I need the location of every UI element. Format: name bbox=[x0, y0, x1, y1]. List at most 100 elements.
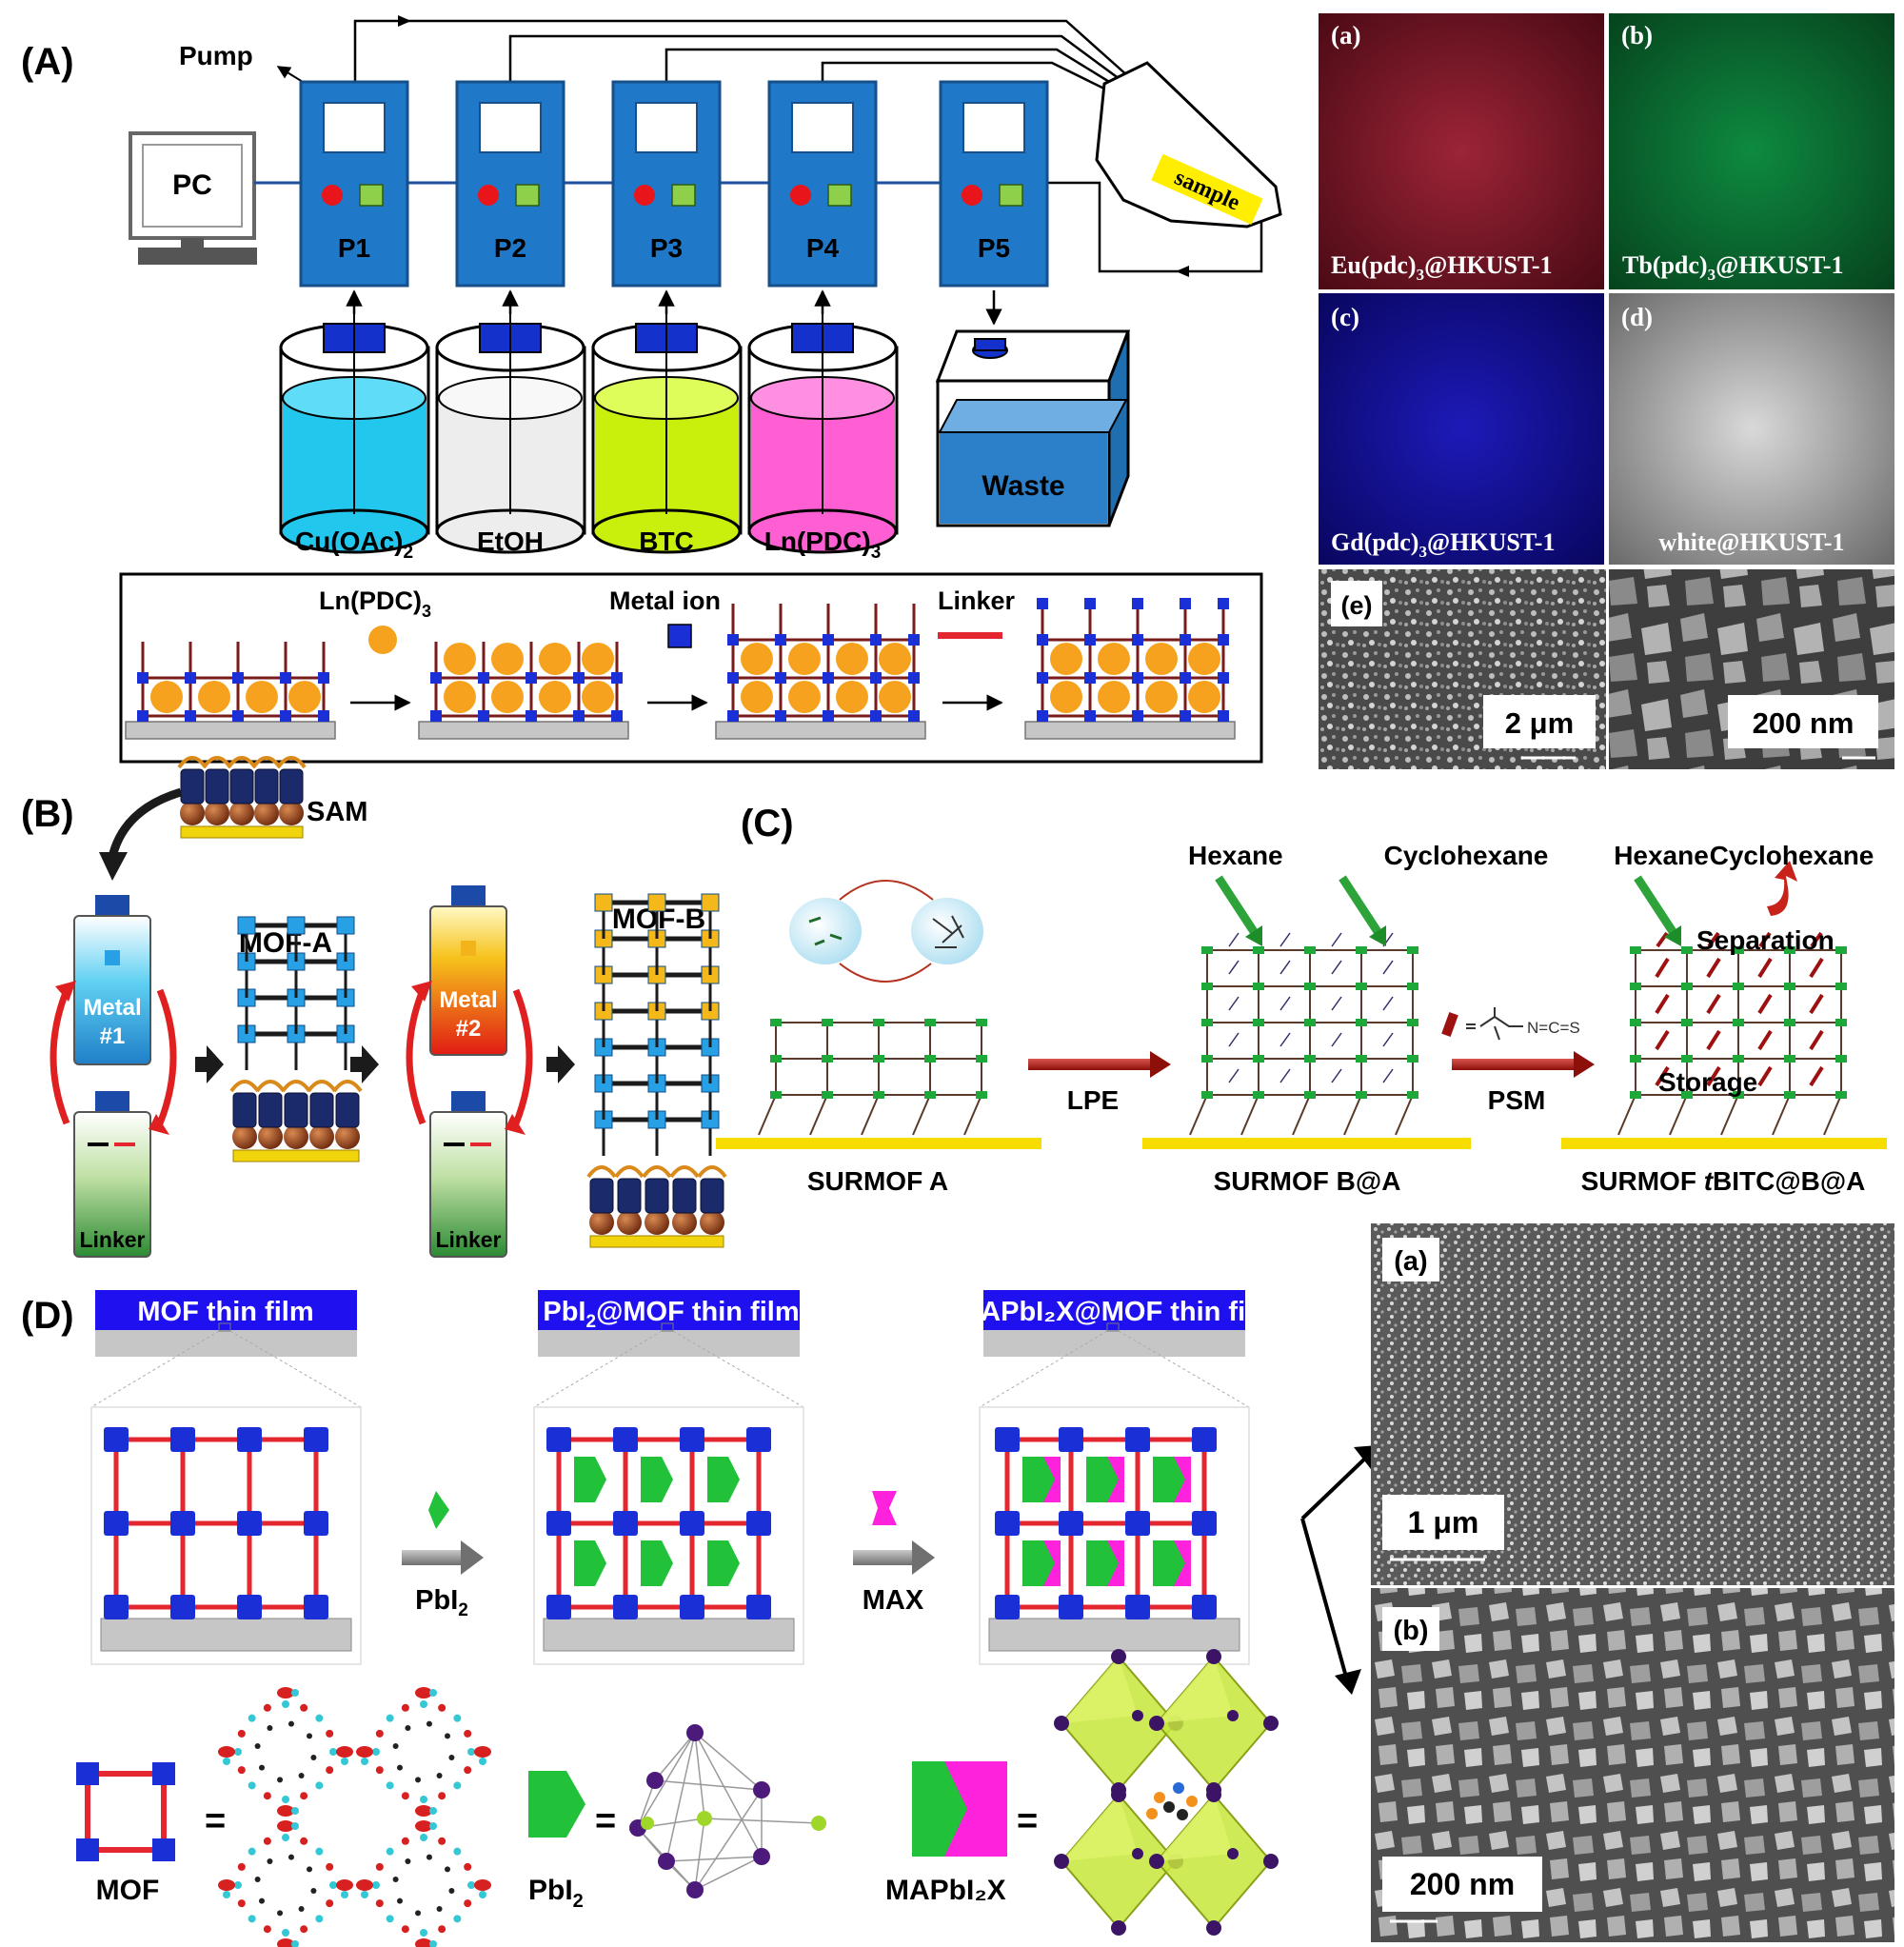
bond bbox=[694, 1818, 705, 1891]
atom bbox=[426, 1854, 432, 1860]
step-linker-label: Linker bbox=[938, 586, 1016, 615]
image-a-tag: (a) bbox=[1331, 21, 1360, 50]
atom bbox=[326, 1899, 334, 1908]
ln-pdc-sphere bbox=[879, 643, 911, 675]
iodine-atom bbox=[1054, 1854, 1069, 1869]
film-substrate bbox=[100, 1618, 352, 1652]
atom bbox=[386, 1714, 394, 1722]
guest-molecule bbox=[1228, 960, 1240, 975]
metal-node bbox=[1218, 634, 1229, 646]
atom bbox=[237, 1729, 246, 1738]
sam-molecule bbox=[254, 768, 279, 805]
image-tb-caption: Tb(pdc)3@HKUST-1 bbox=[1622, 251, 1844, 284]
atom bbox=[341, 1891, 348, 1898]
legend-pbi2-label: PbI2 bbox=[528, 1875, 584, 1912]
green-node bbox=[1407, 1055, 1418, 1063]
sem-scale-2um: 2 μm bbox=[1505, 706, 1574, 740]
green-node bbox=[873, 1019, 884, 1026]
lbl-stages bbox=[125, 598, 1236, 740]
pbi2-wedge bbox=[707, 1457, 740, 1502]
green-node bbox=[822, 1019, 833, 1026]
iodine-atom bbox=[1111, 1787, 1126, 1802]
linker2-label: Linker bbox=[435, 1227, 501, 1252]
atom bbox=[237, 1862, 246, 1871]
guest-molecule bbox=[1279, 1068, 1291, 1083]
bond bbox=[694, 1732, 705, 1819]
metal-node bbox=[1192, 1511, 1217, 1536]
sam-head bbox=[276, 756, 307, 769]
lbl-stage-2 bbox=[418, 642, 629, 740]
lead-atom bbox=[697, 1811, 712, 1826]
sam-molecule bbox=[645, 1178, 669, 1214]
sam-label: SAM bbox=[307, 797, 367, 827]
metal-node bbox=[1192, 1427, 1217, 1452]
atom bbox=[300, 1703, 308, 1712]
zoom-lines bbox=[533, 1330, 804, 1408]
sem-scale-200nm: 200 nm bbox=[1753, 706, 1854, 740]
pbi6-octahedron bbox=[1054, 1649, 1183, 1798]
atom bbox=[420, 1700, 427, 1708]
anchor-linker bbox=[963, 1094, 982, 1136]
iodine-atom bbox=[1149, 1854, 1164, 1869]
sam-molecule bbox=[672, 1178, 697, 1214]
green-node bbox=[1201, 1091, 1213, 1099]
cu-paddlewheel bbox=[218, 1746, 235, 1758]
bottle-metal-1: Metal #1 bbox=[73, 895, 151, 1065]
green-node bbox=[1784, 1019, 1795, 1026]
ln-pdc-sphere bbox=[1145, 681, 1178, 713]
tbitc-guest bbox=[1706, 1065, 1721, 1087]
green-node bbox=[1630, 1019, 1641, 1026]
sam-head bbox=[307, 1080, 337, 1093]
metal1-line2: #1 bbox=[100, 1023, 126, 1049]
cu-paddlewheel bbox=[218, 1879, 235, 1891]
green-node bbox=[1253, 1019, 1264, 1026]
atom bbox=[267, 1858, 273, 1864]
green-node bbox=[873, 1055, 884, 1063]
metal-node bbox=[746, 1427, 771, 1452]
image-gd bbox=[1319, 293, 1604, 565]
film-scheme bbox=[533, 1290, 804, 1665]
hexane-label-2: Hexane bbox=[1614, 841, 1709, 870]
green-node bbox=[1304, 1091, 1316, 1099]
green-node bbox=[1681, 983, 1693, 990]
film-substrate-thin bbox=[983, 1330, 1245, 1357]
guest-molecule bbox=[1331, 960, 1342, 975]
anchor-linker bbox=[1240, 1094, 1259, 1136]
octahedron-face bbox=[1061, 1795, 1138, 1861]
metal-node bbox=[823, 710, 834, 722]
ln-pdc-sphere bbox=[879, 681, 911, 713]
iodine-atom bbox=[1111, 1920, 1126, 1936]
guest-molecule bbox=[1279, 996, 1291, 1011]
ln-pdc-sphere bbox=[539, 681, 571, 713]
cu-paddlewheel bbox=[474, 1746, 491, 1758]
pbi2-icon bbox=[428, 1491, 449, 1529]
green-node bbox=[1201, 1019, 1213, 1026]
anchor-bead bbox=[284, 1124, 308, 1149]
ln-pdc-sphere bbox=[246, 681, 278, 713]
iodine-atom bbox=[753, 1781, 770, 1798]
guest-molecule bbox=[1382, 960, 1394, 975]
metal-node bbox=[232, 672, 244, 684]
metal-node bbox=[573, 710, 585, 722]
anchor-linker bbox=[1669, 1094, 1688, 1136]
metal-node bbox=[137, 672, 149, 684]
pump-p2-label: P2 bbox=[494, 233, 526, 263]
ln-pdc-sphere bbox=[288, 681, 321, 713]
surmof-ba-lattice bbox=[1189, 932, 1418, 1136]
max-icon bbox=[872, 1491, 897, 1525]
green-node bbox=[1835, 1091, 1847, 1099]
anchor-bead bbox=[589, 1210, 614, 1235]
panel-b: (B) SAM Metal #1 Linker Metal #2 Linker bbox=[21, 756, 727, 1258]
iodine-atom bbox=[1263, 1854, 1279, 1869]
metal-node bbox=[613, 1595, 638, 1619]
tbitc-guest bbox=[1809, 957, 1824, 979]
metal-node bbox=[613, 1511, 638, 1536]
atom bbox=[448, 1754, 455, 1760]
atom bbox=[445, 1733, 451, 1739]
anchor-bead bbox=[180, 801, 205, 825]
cyclohexane-label-2: Cyclohexane bbox=[1710, 841, 1874, 870]
metal-node bbox=[1037, 710, 1048, 722]
bond bbox=[654, 1779, 763, 1791]
cu-paddlewheel bbox=[415, 1820, 432, 1832]
ln-pdc-sphere bbox=[198, 681, 230, 713]
